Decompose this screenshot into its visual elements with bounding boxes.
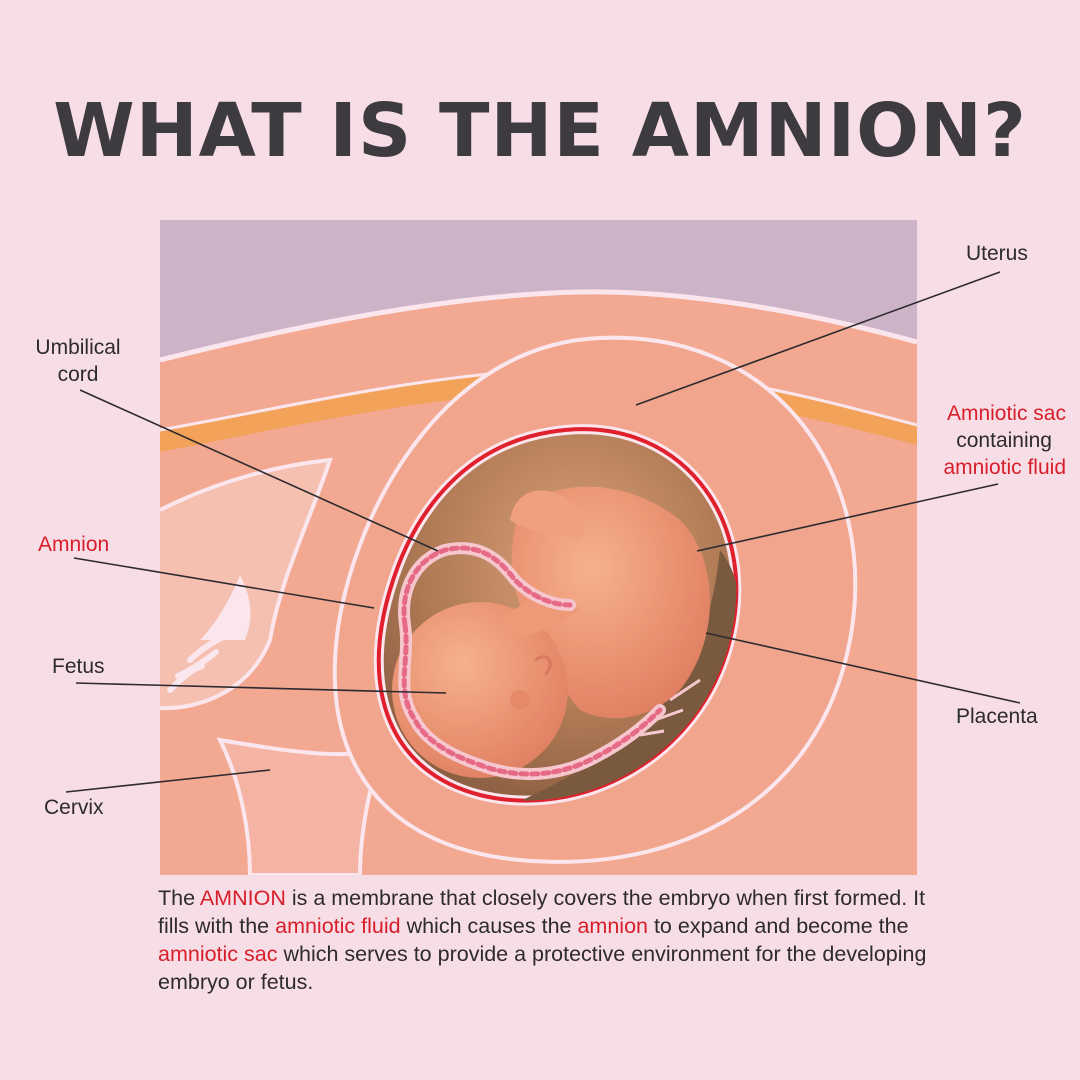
label-fetus: Fetus [52,655,105,678]
term-amnion-caps: AMNION [199,886,286,910]
label-amniotic-sac: Amniotic sac containing amniotic fluid [943,402,1066,479]
label-uterus: Uterus [966,242,1028,265]
purple-band [160,220,917,360]
fetus-head [392,602,568,778]
label-umbilical-cord: Umbilical cord [35,336,121,386]
label-cervix: Cervix [44,796,104,819]
term-amniotic-sac: amniotic sac [158,942,278,966]
page-title: WHAT IS THE AMNION? [53,88,1027,174]
label-amnion: Amnion [38,533,110,556]
amnion-illustration [160,220,917,875]
label-placenta: Placenta [956,705,1038,728]
term-amniotic-fluid: amniotic fluid [275,914,401,938]
term-amnion: amnion [577,914,648,938]
description-paragraph: The AMNION is a membrane that closely co… [158,886,927,994]
